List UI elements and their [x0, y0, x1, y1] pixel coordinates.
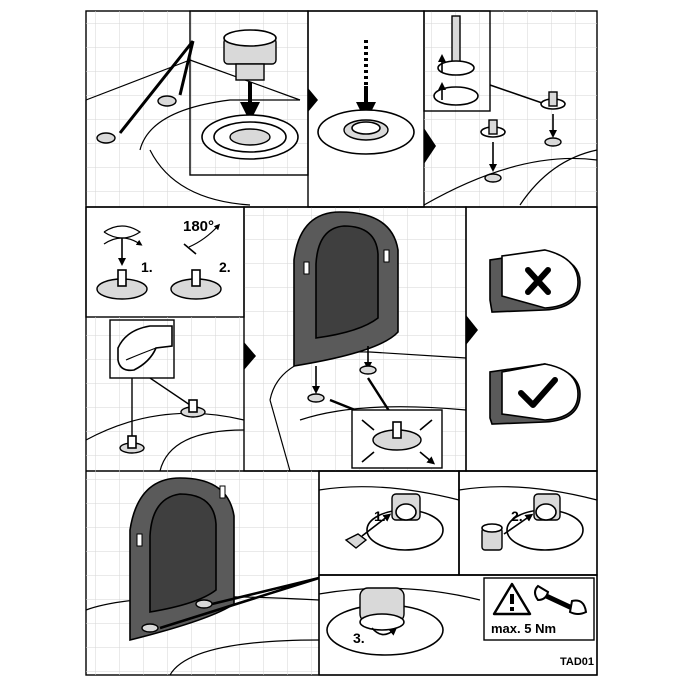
cross-icon	[525, 267, 551, 295]
row-2: 1. 180° 2.	[85, 206, 598, 472]
doc-code: TAD01	[560, 656, 594, 668]
panel-cap-step-2: 2.	[458, 470, 598, 576]
step-1-label: 1.	[374, 508, 386, 524]
rotate-angle-label: 180°	[183, 218, 214, 235]
panel-hand-press	[85, 317, 245, 472]
step-1-label: 1.	[141, 259, 153, 275]
warning-triangle-icon	[492, 582, 532, 616]
panel-torque: 3. max. 5 Nm	[318, 574, 598, 676]
step-2-label: 2.	[219, 259, 231, 275]
panel-bolts	[423, 10, 598, 207]
step-chevron	[244, 342, 256, 370]
panel-seat-installed	[85, 471, 320, 676]
panel-press-insert	[307, 10, 425, 208]
step-chevron	[308, 88, 318, 112]
panel-insert-collar	[189, 10, 309, 176]
row-1	[85, 10, 598, 208]
wrench-icon	[534, 584, 588, 615]
torque-label: max. 5 Nm	[491, 621, 556, 636]
step-2-label: 2.	[511, 508, 523, 524]
wrong-example	[489, 249, 581, 313]
panel-rotate: 1. 180° 2.	[85, 206, 245, 318]
row-3: 1. 2. 3.	[85, 470, 598, 676]
step-3-label: 3.	[353, 630, 365, 646]
correct-example	[489, 363, 581, 425]
gear-insert-icon	[223, 29, 277, 81]
panel-wrong-right	[465, 206, 598, 472]
step-chevron	[424, 128, 436, 164]
panel-seat-mount	[243, 206, 467, 472]
hand-icon	[117, 325, 173, 372]
panel-cap-step-1: 1.	[318, 470, 460, 576]
check-icon	[518, 377, 558, 408]
step-chevron	[466, 315, 478, 345]
